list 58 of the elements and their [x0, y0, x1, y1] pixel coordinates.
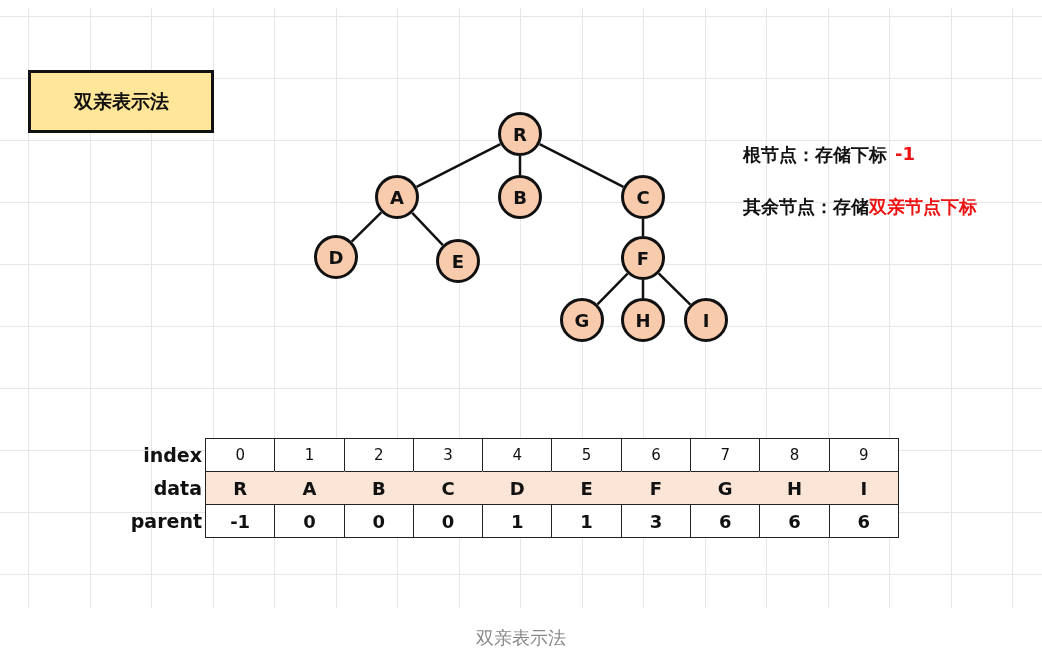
- tree-node-circle: E: [436, 239, 480, 283]
- table-cell: 1: [482, 504, 553, 538]
- table-cell: F: [620, 471, 692, 505]
- tree-node-circle: A: [375, 175, 419, 219]
- table-cell: E: [551, 471, 622, 505]
- table-cell: I: [828, 471, 899, 505]
- tree-node-circle: F: [621, 236, 665, 280]
- table-cell: 0: [412, 504, 484, 538]
- tree-edge: [596, 272, 629, 306]
- table-cell: 2: [343, 438, 414, 472]
- tree-edge: [657, 272, 692, 306]
- tree-node-circle: C: [621, 175, 665, 219]
- table-cell: 0: [274, 504, 345, 538]
- table-cell: H: [759, 471, 830, 505]
- tree-node-circle: D: [314, 235, 358, 279]
- tree-edge: [641, 219, 645, 236]
- table-cell: 6: [620, 438, 692, 472]
- note-text: -1: [895, 143, 915, 166]
- table-cell: 9: [828, 438, 899, 472]
- caption: 双亲表示法: [475, 626, 567, 650]
- note-text: 根节点：存储下标: [743, 143, 887, 167]
- row-header: parent: [129, 508, 203, 534]
- table-cell: 1: [274, 438, 345, 472]
- tree-node-circle: I: [684, 298, 728, 342]
- note-text: 双亲节点下标: [869, 195, 977, 219]
- table-cell: B: [343, 471, 414, 505]
- table-cell: G: [690, 471, 761, 505]
- table-cell: D: [482, 471, 553, 505]
- table-cell: -1: [205, 504, 276, 538]
- tree-edge: [539, 142, 624, 189]
- table-cell: A: [274, 471, 345, 505]
- tree-node-circle: H: [621, 298, 665, 342]
- title-box: 双亲表示法: [28, 70, 214, 133]
- tree-edge: [411, 212, 444, 246]
- row-header: data: [152, 475, 203, 501]
- table-cell: 0: [343, 504, 414, 538]
- table-cell: C: [412, 471, 484, 505]
- table-cell: R: [205, 471, 276, 505]
- row-header: index: [142, 442, 203, 468]
- table-cell: 6: [690, 504, 761, 538]
- tree-edge: [416, 142, 501, 189]
- tree-edge: [518, 156, 522, 175]
- tree-edge: [641, 280, 645, 298]
- table-cell: 3: [620, 504, 692, 538]
- table-cell: 7: [690, 438, 761, 472]
- tree-node-circle: G: [560, 298, 604, 342]
- tree-node-circle: B: [498, 175, 542, 219]
- tree-node-circle: R: [498, 112, 542, 156]
- table-cell: 6: [828, 504, 899, 538]
- tree-edge: [350, 211, 383, 243]
- table-cell: 1: [551, 504, 622, 538]
- table-cell: 0: [205, 438, 276, 472]
- table-cell: 5: [551, 438, 622, 472]
- table-cell: 8: [759, 438, 830, 472]
- table-cell: 4: [482, 438, 553, 472]
- table-cell: 6: [759, 504, 830, 538]
- table-cell: 3: [412, 438, 484, 472]
- note-text: 其余节点：存储: [743, 195, 869, 219]
